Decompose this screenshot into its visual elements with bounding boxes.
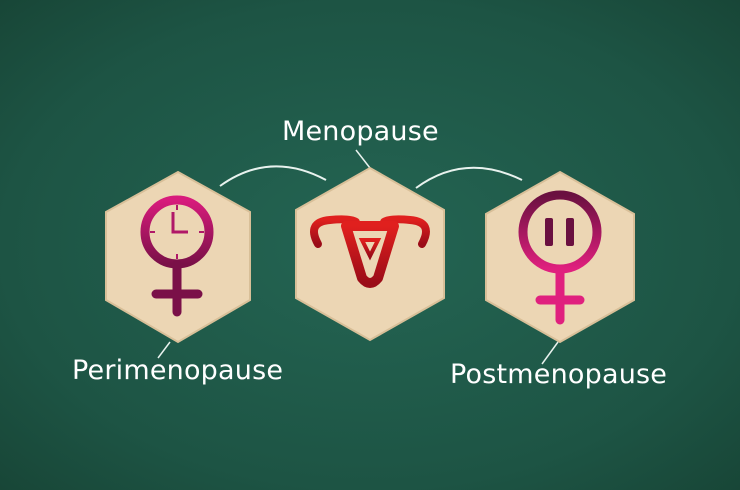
label-perimenopause: Perimenopause [72, 355, 284, 386]
label-postmenopause: Postmenopause [450, 359, 668, 390]
leader-line-left [157, 341, 171, 359]
connector-arc-left [219, 165, 327, 187]
leader-line-center [355, 149, 371, 169]
uterus-icon [310, 215, 430, 311]
label-menopause: Menopause [282, 116, 439, 147]
female-symbol-pause-icon [518, 190, 602, 325]
connector-arc-right [415, 166, 523, 189]
leader-line-right [541, 341, 559, 365]
female-symbol-clock-icon [140, 195, 214, 317]
